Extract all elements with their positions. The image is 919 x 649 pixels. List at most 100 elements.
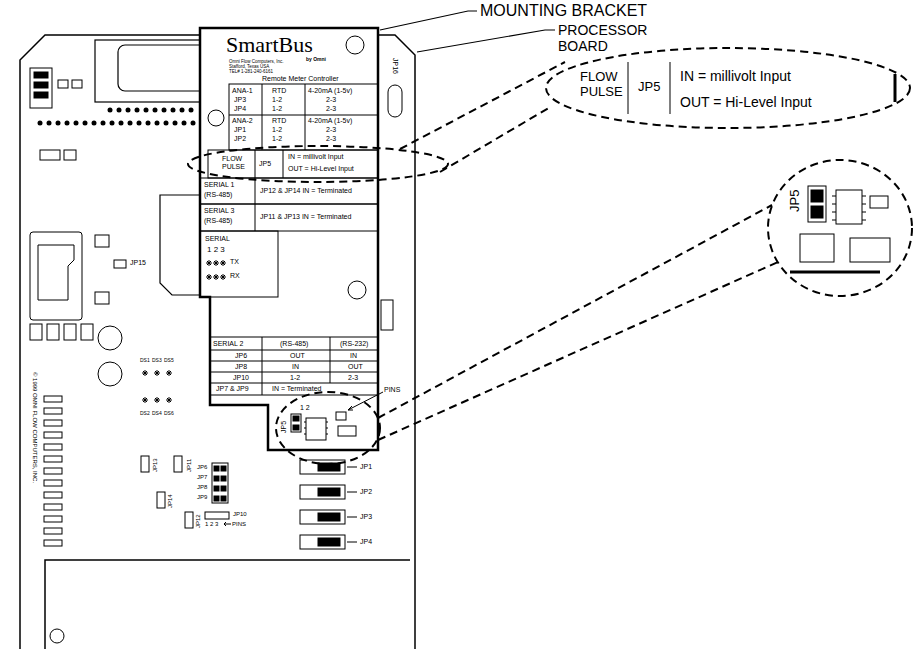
table-cell: 2-3 — [326, 135, 336, 143]
table-cell: (RS-485) — [280, 340, 308, 348]
zoom-text: IN = millivolt Input — [680, 68, 791, 84]
table-cell: JP2 — [234, 135, 246, 143]
table-cell: 1-2 — [272, 135, 282, 143]
jumper-label: JP4 — [360, 538, 372, 546]
table-cell: JP5 — [259, 160, 271, 168]
table-cell: JP3 — [234, 96, 246, 104]
mounting-hole — [50, 629, 64, 643]
callout-label: MOUNTING BRACKET — [480, 2, 647, 20]
jumper-label: JP8 — [197, 484, 207, 491]
jumper-label: JP10 — [233, 511, 247, 518]
table-cell: RX — [230, 272, 240, 280]
jumper-label: JP14 — [167, 494, 174, 508]
table-cell: (RS-485) — [204, 217, 232, 225]
table-cell: 2-3 — [348, 374, 358, 382]
table-cell: FLOW PULSE — [222, 155, 248, 171]
table-cell: RTD — [272, 117, 286, 125]
mounting-hole — [346, 36, 364, 54]
led-label: DS1 — [140, 358, 150, 364]
table-cell: IN — [292, 363, 299, 371]
jumper-label: JP9 — [197, 494, 207, 501]
callout-label: PROCESSOR BOARD — [558, 22, 668, 54]
table-cell: JP10 — [233, 374, 249, 382]
lower-panel — [45, 560, 410, 649]
table-cell: JP4 — [234, 105, 246, 113]
table-cell: 1-2 — [290, 374, 300, 382]
table-cell: JP12 & JP14 IN = Terminated — [260, 187, 352, 195]
led-symbols — [206, 260, 226, 280]
label-table — [200, 84, 378, 395]
table-cell: RTD — [272, 87, 286, 95]
table-cell: IN = Terminated — [272, 385, 321, 393]
zoom-text: OUT = Hi-Level Input — [680, 94, 812, 110]
table-cell: ANA-1 — [232, 87, 253, 95]
jumper-label: JP1 — [360, 463, 372, 471]
panel-title: Remote Meter Controller — [262, 75, 339, 83]
table-cell: TX — [230, 258, 239, 266]
table-cell: 1-2 — [272, 96, 282, 104]
jumper-label: JP3 — [360, 513, 372, 521]
led-label: DS3 — [152, 358, 162, 364]
brand-logo: SmartBus — [226, 32, 313, 57]
led-label: DS2 — [140, 411, 150, 417]
jumper-label: JP15 — [130, 259, 146, 267]
copyright-text: © 1999 OMNI FLOW COMPUTERS, INC. — [31, 372, 38, 483]
jumper-label: JP16 — [391, 58, 399, 74]
table-cell: SERIAL 3 — [204, 207, 234, 215]
table-cell: JP7 & JP9 — [216, 385, 249, 393]
table-cell: OUT = Hi-Level Input — [288, 165, 354, 173]
maker-text: TEL# 1-281-240-6161 — [229, 69, 273, 74]
table-cell: 2-3 — [326, 96, 336, 104]
led-symbols — [142, 370, 172, 403]
mounting-hole — [208, 110, 224, 126]
table-cell: 1-2 — [272, 126, 282, 134]
table-cell: 4-20mA (1-5v) — [308, 87, 352, 95]
zoom-text: JP5 — [788, 190, 803, 212]
zoom-callout — [188, 48, 912, 464]
table-cell: IN — [350, 352, 357, 360]
jumper-label: JP6 — [197, 464, 207, 471]
pin-numbers: 1 2 3 — [205, 521, 218, 528]
led-label: DS5 — [164, 358, 174, 364]
table-cell: SERIAL — [205, 235, 230, 243]
table-cell: 1-2 — [272, 105, 282, 113]
pin-dots — [38, 108, 196, 126]
table-cell: 1 2 3 — [207, 245, 225, 254]
brand-tag: by Omni — [306, 57, 326, 63]
table-cell: JP6 — [235, 352, 247, 360]
table-cell: JP1 — [234, 126, 246, 134]
table-cell: (RS-232) — [340, 340, 368, 348]
jumper-label: JP2 — [360, 488, 372, 496]
led-label: DS4 — [152, 411, 162, 417]
table-cell: (RS-485) — [204, 191, 232, 199]
leader-line — [380, 11, 477, 30]
leader-line — [417, 30, 555, 52]
table-cell: 2-3 — [326, 105, 336, 113]
maker-text: Stafford, Texas USA — [229, 64, 269, 69]
maker-text: Omni Flow Computers, Inc. — [229, 59, 284, 64]
table-cell: OUT — [290, 352, 305, 360]
table-cell: 2-3 — [326, 126, 336, 134]
table-cell: JP8 — [235, 363, 247, 371]
jumper-pins — [300, 460, 357, 549]
zoom-jumper — [790, 186, 890, 272]
jumper-label: JP5 — [280, 421, 288, 433]
jumper-label: JP13 — [152, 458, 159, 472]
zoom-table — [628, 62, 895, 114]
pin-label: PINS — [232, 521, 246, 528]
table-cell: SERIAL 1 — [204, 181, 234, 189]
table-cell: ANA-2 — [232, 117, 253, 125]
led-label: DS6 — [164, 411, 174, 417]
jumper-pins — [291, 392, 383, 440]
table-cell: IN = millivolt Input — [288, 153, 343, 161]
zoom-text: FLOW PULSE — [580, 70, 625, 100]
table-cell: 4-20mA (1-5v) — [308, 117, 352, 125]
jumper-label: JP11 — [186, 459, 193, 472]
pin-numbers: 1 2 — [300, 404, 310, 412]
mounting-bracket — [200, 28, 378, 450]
table-cell: JP11 & JP13 IN = Terminated — [260, 213, 351, 221]
jumper-label: JP7 — [197, 474, 207, 481]
table-cell: OUT — [348, 363, 363, 371]
table-cell: SERIAL 2 — [213, 340, 243, 348]
zoom-text: JP5 — [638, 80, 660, 95]
